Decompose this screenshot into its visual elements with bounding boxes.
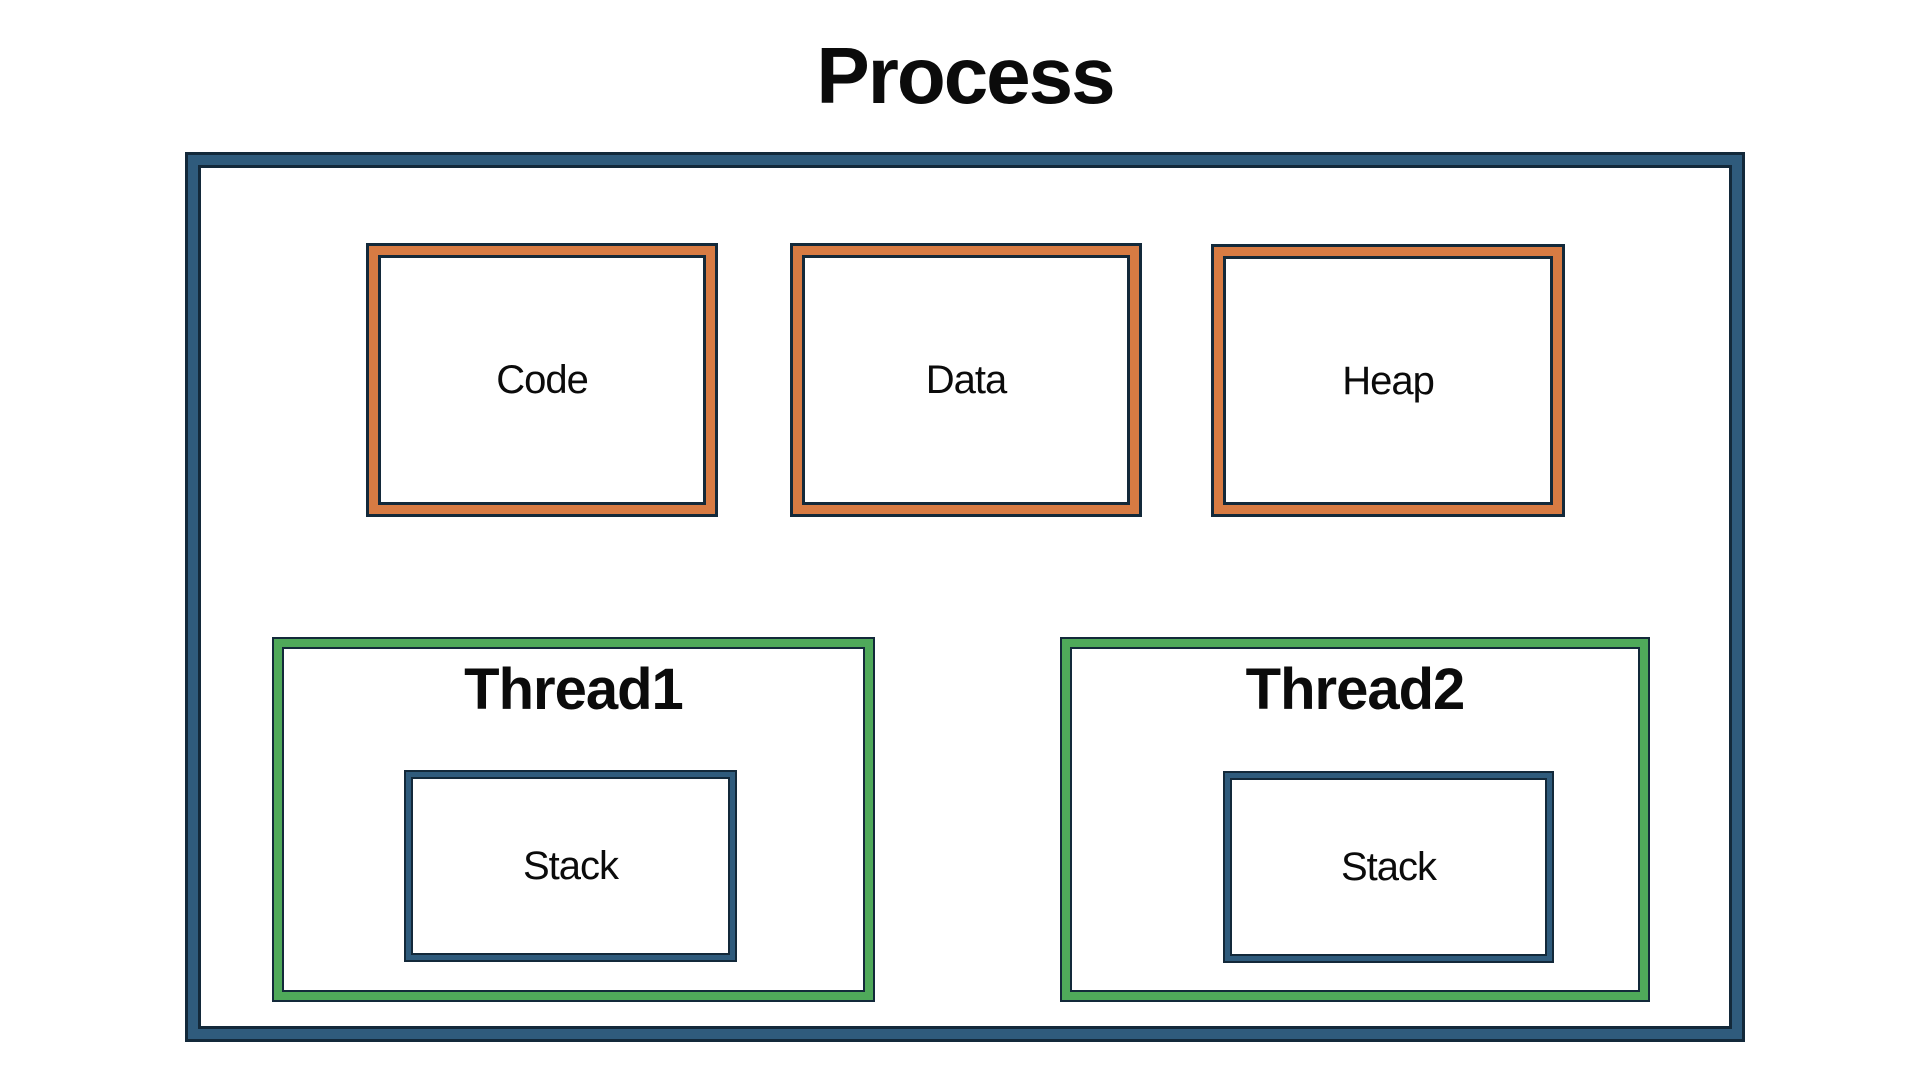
diagram-title: Process	[816, 31, 1115, 120]
data-box: Data	[790, 243, 1142, 517]
heap-box: Heap	[1211, 244, 1565, 517]
thread1-box: Thread1 Stack	[272, 637, 875, 1002]
thread2-title: Thread2	[1245, 657, 1466, 722]
thread1-stack-box: Stack	[404, 770, 737, 962]
thread2-box: Thread2 Stack	[1060, 637, 1650, 1002]
code-box: Code	[366, 243, 718, 517]
heap-label: Heap	[1342, 358, 1435, 403]
thread2-stack-box: Stack	[1223, 771, 1554, 963]
thread2-stack-label: Stack	[1340, 845, 1437, 889]
data-label: Data	[925, 358, 1007, 402]
thread1-title: Thread1	[464, 657, 684, 722]
thread1-stack-label: Stack	[522, 844, 619, 888]
process-box: Code Data Heap Thread1 Stack Thread2 Sta…	[185, 152, 1745, 1042]
code-label: Code	[496, 358, 589, 402]
